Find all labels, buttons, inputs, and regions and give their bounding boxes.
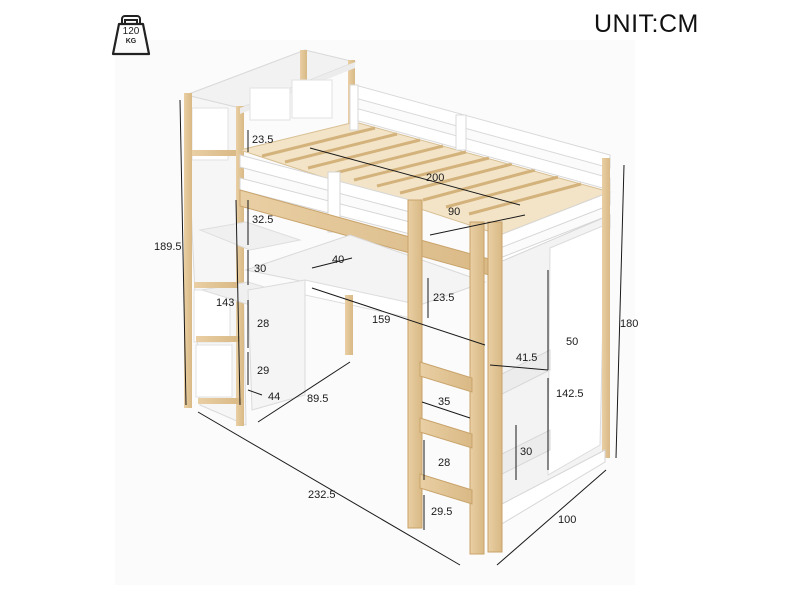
ladder bbox=[407, 199, 473, 529]
dim-desk-depth: 40 bbox=[332, 254, 345, 266]
weight-capacity-unit: KG bbox=[125, 38, 137, 45]
dim-total-height-left: 189.5 bbox=[154, 241, 182, 253]
unit-title: UNIT:CM bbox=[594, 10, 699, 38]
kettlebell-weight-icon: 120 KG bbox=[110, 12, 158, 58]
dim-bed-width: 90 bbox=[448, 206, 461, 218]
dim-ladder-bottom-gap: 29.5 bbox=[431, 506, 453, 518]
dim-wardrobe-bottom-gap: 30 bbox=[520, 446, 533, 458]
dim-cube-gap-2: 29 bbox=[257, 365, 270, 377]
dim-wardrobe-shelf-height: 50 bbox=[566, 336, 579, 348]
dim-cube-gap-1: 28 bbox=[257, 318, 270, 330]
dim-ladder-step-gap: 28 bbox=[438, 457, 451, 469]
dim-desk-clearance: 23.5 bbox=[433, 292, 455, 304]
dim-shelving-height: 143 bbox=[216, 297, 235, 309]
dim-total-length: 232.5 bbox=[308, 489, 336, 501]
dim-ladder-width: 35 bbox=[438, 396, 451, 408]
dim-shelf-gap-mid: 30 bbox=[254, 263, 267, 275]
weight-capacity-value: 120 bbox=[122, 26, 140, 37]
dim-base-depth: 44 bbox=[268, 391, 281, 403]
dimension-lines bbox=[179, 99, 625, 566]
dim-wardrobe-width: 41.5 bbox=[516, 352, 538, 364]
dim-bed-length: 200 bbox=[426, 172, 445, 184]
dim-shelf-gap-upper: 32.5 bbox=[252, 214, 274, 226]
right-wardrobe-unit bbox=[499, 158, 611, 526]
desk bbox=[244, 234, 487, 411]
dim-wardrobe-height: 142.5 bbox=[556, 388, 584, 400]
dim-desk-side-width: 89.5 bbox=[307, 393, 329, 405]
front-posts bbox=[469, 221, 503, 555]
dim-shelf-top-height: 23.5 bbox=[252, 134, 274, 146]
dim-total-height-right: 180 bbox=[620, 318, 639, 330]
dim-desk-length: 159 bbox=[372, 314, 391, 326]
dim-total-width: 100 bbox=[558, 514, 577, 526]
